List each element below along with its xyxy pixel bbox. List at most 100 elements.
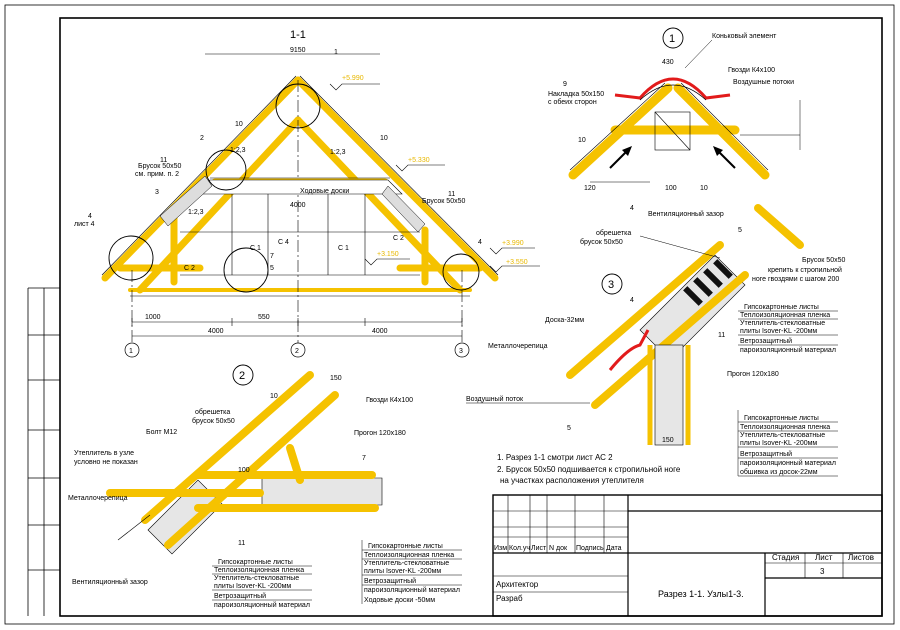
section-title: 1-1 [290,29,306,41]
node3-dim-150: 150 [662,437,674,444]
title-block: Изм Кол.уч Лист N док Подпись Дата Архит… [492,494,883,617]
node3-layers-b: Гипсокартонные листы Теплоизоляционная п… [740,415,836,476]
section-1-1: 1-1 9150 [74,29,540,358]
svg-text:плиты Isover-KL -200мм: плиты Isover-KL -200мм [214,583,291,590]
svg-text:плиты Isover-KL -200мм: плиты Isover-KL -200мм [740,328,817,335]
node3-progon: Прогон 120х180 [727,371,779,378]
num-7: 7 [270,253,274,260]
tb-list-label: Лист [815,553,833,562]
interior-lines [131,80,463,345]
num-10a: 10 [235,121,243,128]
num-3: 3 [155,189,159,196]
node-3: 3 обрешетка брусок 50х50 Брусок 50х50 кр… [466,204,845,477]
node2-layers-b: Гипсокартонные листы Теплоизоляционная п… [364,543,460,604]
svg-text:обшивка из досок-22мм: обшивка из досок-22мм [740,468,818,476]
num-2: 2 [200,135,204,142]
svg-text:пароизоляционный материал: пароизоляционный материал [740,459,836,467]
node-2: 2 обрешетка брусок 50х50 Болт М12 Утепли… [68,364,462,609]
node3-noge: ноге гвоздями с шагом 200 [752,276,839,283]
num-4: 4 [88,213,92,220]
svg-text:Гипсокартонные листы: Гипсокартонные листы [744,415,819,422]
node1-number: 1 [669,33,675,45]
note-1: 1. Разрез 1-1 смотри лист АС 2 [497,453,613,462]
node2-n11: 11 [238,540,245,547]
node2-brusok: брусок 50х50 [192,417,235,425]
dim-4000-mid: 4000 [290,202,306,209]
node1-dim-120: 120 [584,185,596,192]
svg-text:пароизоляционный материал: пароизоляционный материал [214,601,310,609]
node3-n11: 11 [718,332,725,339]
axis-3: 3 [459,348,463,355]
svg-text:Утеплитель-стекловатные: Утеплитель-стекловатные [740,320,825,327]
label-brusok-r: Брусок 50х50 [422,198,465,205]
node3-metal: Металлочерепица [488,343,548,350]
axis-markers [124,342,470,358]
svg-text:Ветрозащитный: Ветрозащитный [214,592,266,600]
tb-role-arch: Архитектор [496,580,539,589]
node1-n4: 4 [630,205,634,212]
num-1-top: 1 [334,49,338,56]
label-brusok-sm: см. прим. п. 2 [135,171,179,178]
node3-n5b: 5 [567,425,571,432]
tb-podpis: Подпись [576,545,604,552]
num-11b: 11 [448,191,455,198]
node-1: 1 Коньковый элемент Гвозди К4х100 Воздуш… [548,27,801,218]
num-5: 5 [270,265,274,272]
node2-vent: Вентиляционный зазор [72,578,148,586]
notes: 1. Разрез 1-1 смотри лист АС 2 2. Брусок… [497,453,681,485]
svg-text:Гипсокартонные листы: Гипсокартонные листы [368,543,443,550]
elev-eave-left: +3.990 [502,240,524,247]
dim-1000: 1000 [145,314,161,321]
node-callout-circles [108,83,480,293]
svg-text:плиты Isover-KL -200мм: плиты Isover-KL -200мм [364,568,441,575]
axis-1: 1 [129,348,133,355]
c-1b: С 1 [338,245,349,252]
elev-eave-right: +3.550 [506,259,528,266]
node2-n10: 10 [270,393,278,400]
node3-n5: 5 [738,227,742,234]
node1-konek: Коньковый элемент [712,32,777,40]
svg-text:Теплоизоляционная пленка: Теплоизоляционная пленка [740,312,830,319]
ridge-metal [614,77,731,100]
slope-2: 1:2,3 [330,149,346,156]
node1-n10b: 10 [700,185,708,192]
c-2: С 2 [393,235,404,242]
elev-mid: +5.330 [408,157,430,164]
node2-uslovno: условно не показан [74,459,138,466]
node2-number: 2 [239,370,245,382]
node1-naklad: Накладка 50х150 [548,91,604,98]
note-3: на участках расположения утеплителя [500,476,644,485]
elev-top: +5.990 [342,75,364,82]
tb-izm: Изм [494,545,507,552]
num-4-right: 4 [478,239,482,246]
note-2: 2. Брусок 50х50 подшивается к стропильно… [497,465,681,474]
c-1: С 1 [250,245,261,252]
slope-3: 1:2,3 [188,209,204,216]
svg-text:Гипсокартонные листы: Гипсокартонные листы [218,559,293,566]
tb-data: Дата [606,545,622,552]
tb-role-razrab: Разраб [496,594,523,603]
node2-dim-100: 100 [238,467,250,474]
node3-number: 3 [608,279,614,291]
num-10b: 10 [380,135,388,142]
svg-text:Утеплитель-стекловатные: Утеплитель-стекловатные [214,575,299,582]
svg-text:плиты Isover-KL -200мм: плиты Isover-KL -200мм [740,440,817,447]
axis-2: 2 [295,348,299,355]
node2-uteplitel: Утеплитель в узле [74,450,134,457]
insulation-hatch [159,175,426,233]
svg-text:Теплоизоляционная пленка: Теплоизоляционная пленка [364,552,454,559]
num-11a: 11 [160,157,167,164]
node1-gvozdi: Гвозди К4х100 [728,67,775,74]
node2-obreshetka: обрешетка [195,408,230,416]
node2-bolt: Болт М12 [146,429,177,436]
dim-4000-right: 4000 [372,328,388,335]
node1-vozd: Воздушные потоки [733,79,794,86]
sheet-frame [4,4,895,625]
node3-krepit: крепить к стропильной [768,266,842,274]
tb-stadiya: Стадия [772,553,799,562]
svg-text:Ветрозащитный: Ветрозащитный [364,577,416,585]
svg-text:Теплоизоляционная пленка: Теплоизоляционная пленка [214,567,304,574]
tb-list: Лист [531,545,547,552]
tb-listov: Листов [848,553,874,562]
